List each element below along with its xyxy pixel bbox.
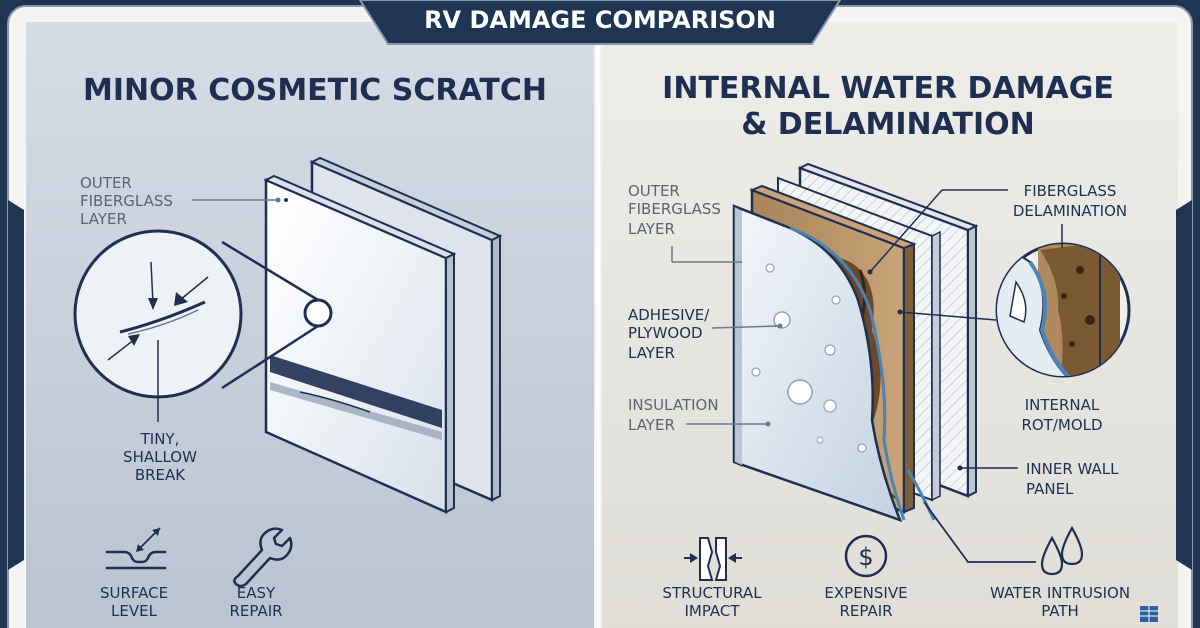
footer-easy-repair-line1: EASY xyxy=(237,584,276,602)
svg-text:LAYER: LAYER xyxy=(628,220,675,238)
rot-magnifier xyxy=(995,242,1131,378)
svg-text:OUTER: OUTER xyxy=(80,174,132,192)
svg-text:ADHESIVE/: ADHESIVE/ xyxy=(628,306,710,324)
footer-surface-level-line1: SURFACE xyxy=(100,584,168,602)
footer-water-line1: WATER INTRUSION xyxy=(990,584,1130,602)
svg-text:DELAMINATION: DELAMINATION xyxy=(1013,202,1127,220)
svg-text:FIBERGLASS: FIBERGLASS xyxy=(80,192,173,210)
left-outer-label: OUTER FIBERGLASS LAYER xyxy=(80,174,281,228)
svg-text:INNER WALL: INNER WALL xyxy=(1026,460,1119,478)
rot-label: INTERNAL ROT/MOLD xyxy=(897,309,1103,434)
dollar-icon: $ xyxy=(844,534,888,578)
insulation-label: INSULATION LAYER xyxy=(628,396,771,434)
left-side-tab xyxy=(8,200,24,570)
svg-text:ROT/MOLD: ROT/MOLD xyxy=(1021,416,1102,434)
footer-expensive-line2: REPAIR xyxy=(839,602,892,620)
footer-surface-level-line2: LEVEL xyxy=(111,602,158,620)
svg-text:$: $ xyxy=(858,543,873,571)
left-heading: MINOR COSMETIC SCRATCH xyxy=(83,73,547,108)
right-outer-label: OUTER FIBERGLASS LAYER xyxy=(628,182,742,263)
footer-structural-line1: STRUCTURAL xyxy=(662,584,762,602)
title-banner xyxy=(358,0,842,45)
svg-text:INTERNAL: INTERNAL xyxy=(1025,396,1100,414)
svg-text:LAYER: LAYER xyxy=(628,416,675,434)
svg-text:LAYER: LAYER xyxy=(80,210,127,228)
water-path-leader xyxy=(923,501,1036,563)
wrench-icon xyxy=(233,527,293,588)
right-side-tab xyxy=(1176,200,1192,570)
footer-easy-repair-line2: REPAIR xyxy=(229,602,282,620)
svg-text:TINY,: TINY, xyxy=(140,430,180,448)
svg-text:FIBERGLASS: FIBERGLASS xyxy=(628,200,721,218)
svg-text:BREAK: BREAK xyxy=(135,466,186,484)
svg-text:FIBERGLASS: FIBERGLASS xyxy=(1024,182,1117,200)
right-heading-line2: & DELAMINATION xyxy=(741,107,1035,142)
footer-structural-line2: IMPACT xyxy=(684,602,740,620)
svg-text:PLYWOOD: PLYWOOD xyxy=(628,324,703,342)
corner-logo xyxy=(1140,606,1158,622)
svg-text:SHALLOW: SHALLOW xyxy=(123,448,197,466)
structural-impact-icon xyxy=(684,537,742,581)
footer-water-line2: PATH xyxy=(1041,602,1079,620)
right-front-layer xyxy=(732,204,936,523)
svg-text:PANEL: PANEL xyxy=(1026,480,1074,498)
left-front-layer xyxy=(263,174,457,514)
magnifier-connector xyxy=(221,240,333,390)
scratch-magnifier xyxy=(73,229,243,422)
svg-text:INSULATION: INSULATION xyxy=(628,396,719,414)
delamination-label: FIBERGLASS DELAMINATION xyxy=(867,182,1127,275)
left-break-label: TINY, SHALLOW BREAK xyxy=(123,430,197,484)
inner-wall-label: INNER WALL PANEL xyxy=(957,460,1119,498)
svg-text:OUTER: OUTER xyxy=(628,182,680,200)
water-drops-icon xyxy=(1040,525,1084,576)
banner-title: RV DAMAGE COMPARISON xyxy=(424,6,776,34)
surface-level-icon xyxy=(106,527,166,570)
right-heading-line1: INTERNAL WATER DAMAGE xyxy=(662,71,1114,106)
svg-text:LAYER: LAYER xyxy=(628,344,675,362)
footer-expensive-line1: EXPENSIVE xyxy=(824,584,907,602)
adhesive-label: ADHESIVE/ PLYWOOD LAYER xyxy=(628,306,783,362)
